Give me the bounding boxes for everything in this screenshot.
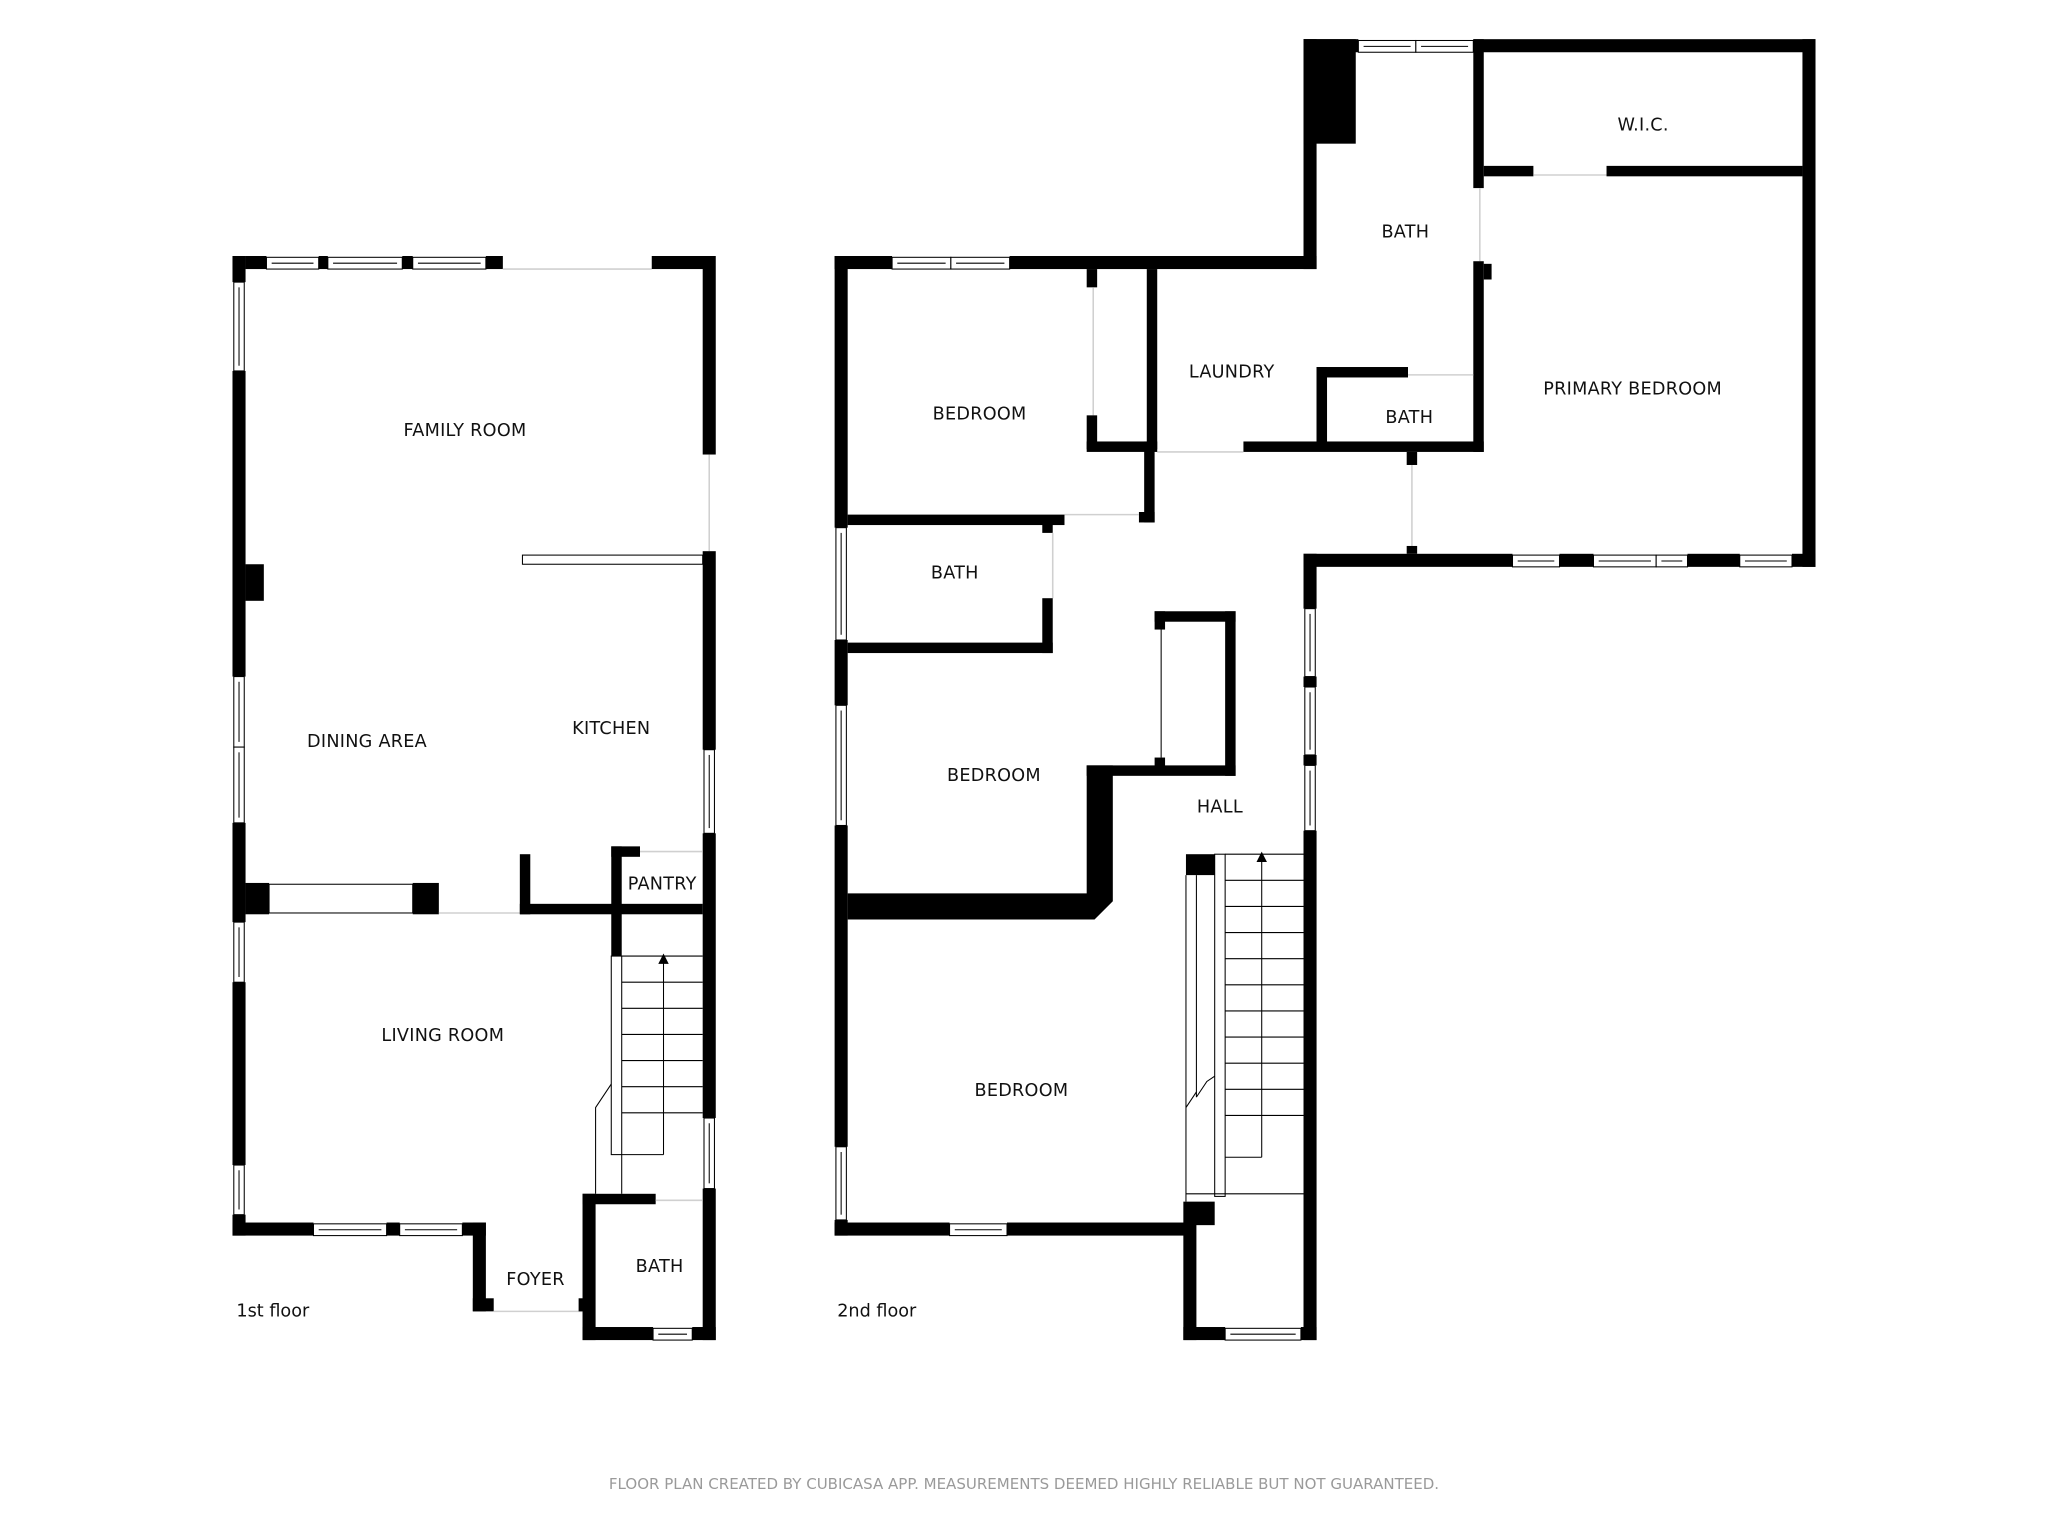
room-label-bath-upper: BATH <box>1381 223 1429 243</box>
stairs-up-arrow-icon <box>658 953 669 964</box>
room-label-kitchen: KITCHEN <box>572 719 650 739</box>
room-label-bedroom-northwest: BEDROOM <box>933 404 1027 424</box>
room-label-foyer: FOYER <box>506 1270 565 1290</box>
room-label-bath-west: BATH <box>931 564 979 584</box>
room-label-bath-lower: BATH <box>1385 408 1433 428</box>
floor-label-first: 1st floor <box>236 1302 310 1322</box>
room-label-laundry: LAUNDRY <box>1189 362 1275 382</box>
room-label-bedroom-west: BEDROOM <box>947 766 1041 786</box>
first-floor-stairs <box>595 953 703 1194</box>
second-floor-windows <box>835 39 1793 1341</box>
room-label-living-room: LIVING ROOM <box>381 1026 504 1046</box>
floor-label-second: 2nd floor <box>837 1302 917 1322</box>
first-floor-windows <box>233 256 715 1341</box>
room-label-hall: HALL <box>1197 797 1243 817</box>
footer-disclaimer: FLOOR PLAN CREATED BY CUBICASA APP. MEAS… <box>609 1475 1439 1493</box>
room-label-dining-area: DINING AREA <box>307 732 427 752</box>
room-label-bath-first-floor: BATH <box>636 1257 684 1277</box>
room-label-family-room: FAMILY ROOM <box>404 421 527 441</box>
room-label-pantry: PANTRY <box>628 874 697 894</box>
stairs-up-arrow-icon <box>1256 851 1267 863</box>
first-floor-walls <box>232 256 716 1341</box>
first-floor-plan: FAMILY ROOM DINING AREA KITCHEN PANTRY L… <box>232 256 716 1341</box>
second-floor-plan: BEDROOM LAUNDRY BATH BATH W.I.C. PRIMARY… <box>834 39 1816 1341</box>
room-label-primary-bedroom: PRIMARY BEDROOM <box>1543 379 1722 399</box>
room-label-bedroom-southwest: BEDROOM <box>974 1081 1068 1101</box>
first-floor-interior <box>245 554 704 1194</box>
second-floor-stairs <box>1185 851 1304 1202</box>
second-floor-walls <box>834 39 1816 1341</box>
room-label-walk-in-closet: W.I.C. <box>1617 116 1668 136</box>
